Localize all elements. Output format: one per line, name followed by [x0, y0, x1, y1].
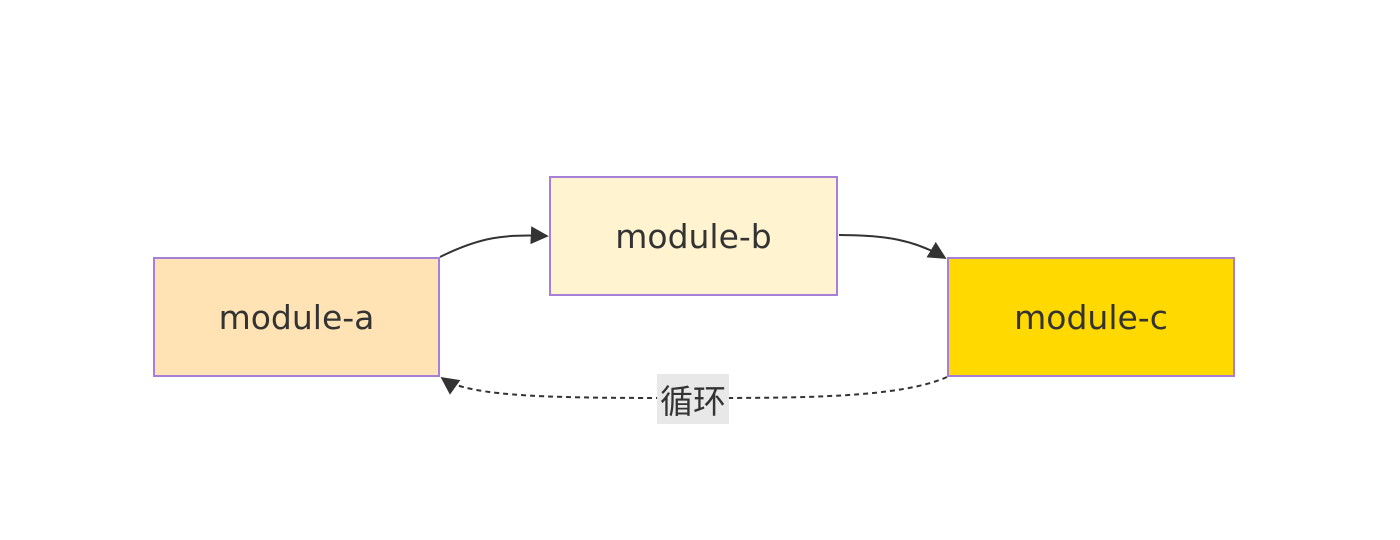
node-label: module-a — [218, 297, 375, 337]
node-module-c[interactable]: module-c — [947, 257, 1235, 377]
edge-a-to-b — [439, 226, 549, 258]
node-label: module-c — [1014, 297, 1168, 337]
node-module-a[interactable]: module-a — [153, 257, 440, 377]
edge-b-to-c — [838, 234, 947, 259]
edge-label-cycle: 循环 — [657, 374, 729, 424]
node-module-b[interactable]: module-b — [549, 176, 838, 296]
node-label: module-b — [615, 216, 772, 256]
